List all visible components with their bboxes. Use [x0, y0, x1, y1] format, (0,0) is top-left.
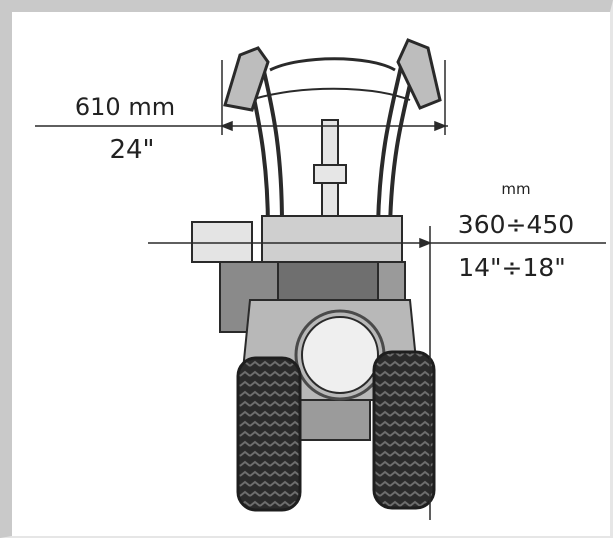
track-width-metric-label: 360÷450 — [458, 210, 574, 239]
handle-width-dimension-lines — [35, 60, 448, 135]
left-wheel — [236, 356, 302, 512]
track-width-dimension-lines — [148, 226, 606, 520]
right-wheel — [372, 350, 436, 510]
handle-grips — [223, 38, 442, 112]
handle-width-metric-label: 610 mm — [75, 93, 175, 121]
handle-width-imperial-label: 24" — [109, 135, 154, 165]
track-width-unit-label: mm — [501, 180, 530, 198]
track-width-imperial-label: 14"÷18" — [458, 253, 566, 282]
steering-column — [313, 119, 347, 221]
